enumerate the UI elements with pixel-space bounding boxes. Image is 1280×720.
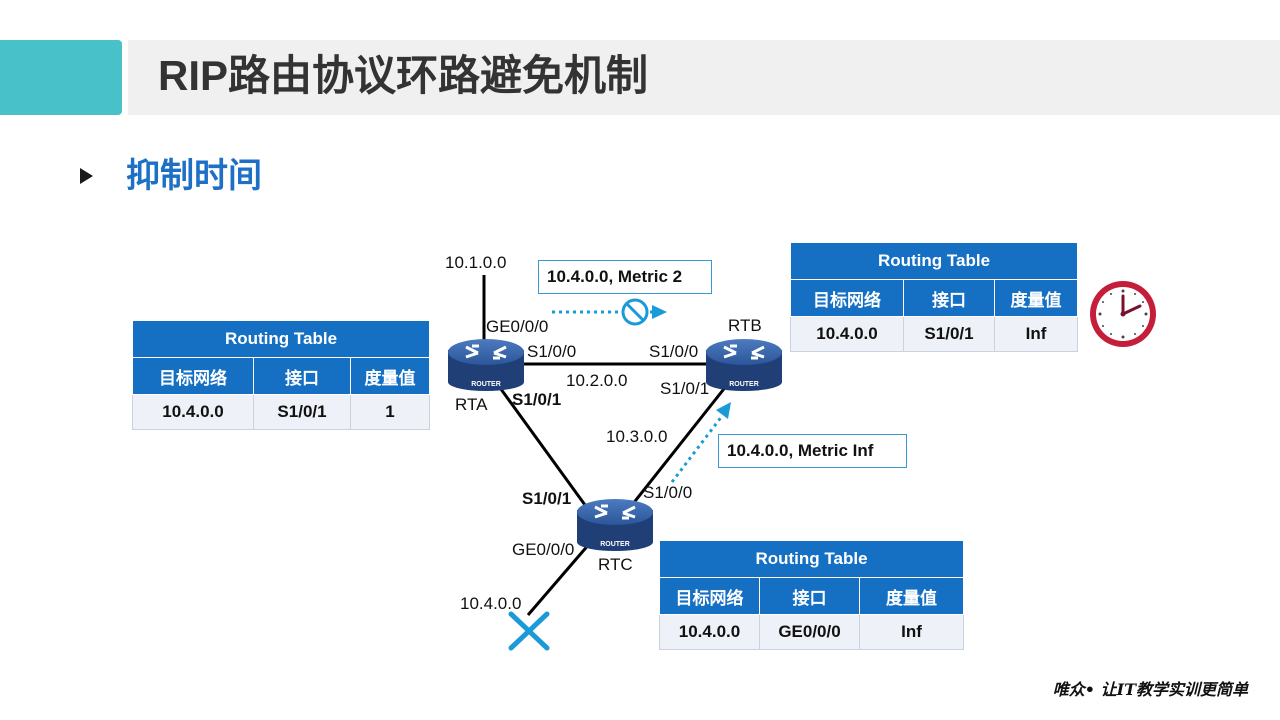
column-header-interface: 接口	[903, 279, 995, 317]
router-name-rta: RTA	[455, 395, 488, 414]
router-badge: ROUTER	[600, 541, 630, 548]
column-header-destination: 目标网络	[659, 577, 760, 615]
cell-destination: 10.4.0.0	[132, 394, 254, 430]
router-rta-icon: ROUTER	[448, 339, 524, 391]
router-rtc-icon: ROUTER	[577, 499, 653, 551]
column-header-metric: 度量值	[350, 357, 430, 395]
network-label-10-4: 10.4.0.0	[460, 594, 522, 613]
link-rtb-rtc	[630, 384, 729, 506]
triangle-bullet-icon	[80, 168, 93, 184]
table-row: 10.4.0.0 GE0/0/0 Inf	[659, 614, 964, 650]
router-badge: ROUTER	[471, 381, 501, 388]
update-callout-metric-2: 10.4.0.0, Metric 2	[538, 260, 712, 294]
table-caption: Routing Table	[790, 242, 1078, 280]
network-label-10-1: 10.1.0.0	[445, 253, 507, 272]
column-header-interface: 接口	[759, 577, 860, 615]
cross-icon	[508, 611, 550, 651]
arrowhead-icon	[652, 305, 667, 319]
router-name-rtb: RTB	[728, 316, 762, 335]
table-row: 10.4.0.0 S1/0/1 Inf	[790, 316, 1078, 352]
clock-icon	[1090, 281, 1156, 347]
cell-metric: Inf	[859, 614, 964, 650]
column-header-destination: 目标网络	[132, 357, 254, 395]
header-accent-block	[0, 40, 122, 115]
interface-label-rtb-s101: S1/0/1	[660, 379, 710, 398]
cell-destination: 10.4.0.0	[659, 614, 760, 650]
cell-metric: Inf	[994, 316, 1078, 352]
column-header-metric: 度量值	[994, 279, 1078, 317]
cell-metric: 1	[350, 394, 430, 430]
interface-label-rta-s101: S1/0/1	[512, 390, 562, 409]
interface-label-rtb-s100: S1/0/0	[649, 342, 699, 361]
footer-slogan: 唯众• 让IT教学实训更简单	[1052, 680, 1248, 699]
network-label-10-2: 10.2.0.0	[566, 371, 628, 390]
no-entry-icon	[621, 298, 649, 326]
interface-label-rtc-s101: S1/0/1	[522, 489, 572, 508]
routing-table-rta: Routing Table 目标网络 接口 度量值 10.4.0.0 S1/0/…	[132, 320, 430, 430]
column-header-destination: 目标网络	[790, 279, 904, 317]
section-title: 抑制时间	[126, 157, 262, 195]
table-caption: Routing Table	[659, 540, 964, 578]
cell-destination: 10.4.0.0	[790, 316, 904, 352]
cell-interface: S1/0/1	[903, 316, 995, 352]
arrowhead-icon	[716, 402, 731, 419]
update-arrow-c-to-b	[670, 415, 724, 483]
router-rtb-icon: ROUTER	[706, 339, 782, 391]
header-bar	[128, 40, 1280, 115]
interface-label-rta-ge: GE0/0/0	[486, 317, 549, 336]
routing-table-rtc: Routing Table 目标网络 接口 度量值 10.4.0.0 GE0/0…	[659, 540, 964, 650]
interface-label-rtc-ge: GE0/0/0	[512, 540, 575, 559]
interface-label-rta-s100: S1/0/0	[527, 342, 577, 361]
cell-interface: S1/0/1	[253, 394, 351, 430]
router-name-rtc: RTC	[598, 555, 633, 574]
page-title: RIP路由协议环路避免机制	[158, 52, 649, 99]
router-badge: ROUTER	[729, 381, 759, 388]
update-callout-metric-inf: 10.4.0.0, Metric Inf	[718, 434, 907, 468]
routing-table-rtb: Routing Table 目标网络 接口 度量值 10.4.0.0 S1/0/…	[790, 242, 1078, 352]
link-rta-rtc	[496, 384, 587, 506]
link-rtc-downlink	[526, 542, 592, 616]
interface-label-rtc-s100: S1/0/0	[643, 483, 693, 502]
table-row: 10.4.0.0 S1/0/1 1	[132, 394, 430, 430]
column-header-interface: 接口	[253, 357, 351, 395]
column-header-metric: 度量值	[859, 577, 964, 615]
table-caption: Routing Table	[132, 320, 430, 358]
cell-interface: GE0/0/0	[759, 614, 860, 650]
network-label-10-3: 10.3.0.0	[606, 427, 668, 446]
